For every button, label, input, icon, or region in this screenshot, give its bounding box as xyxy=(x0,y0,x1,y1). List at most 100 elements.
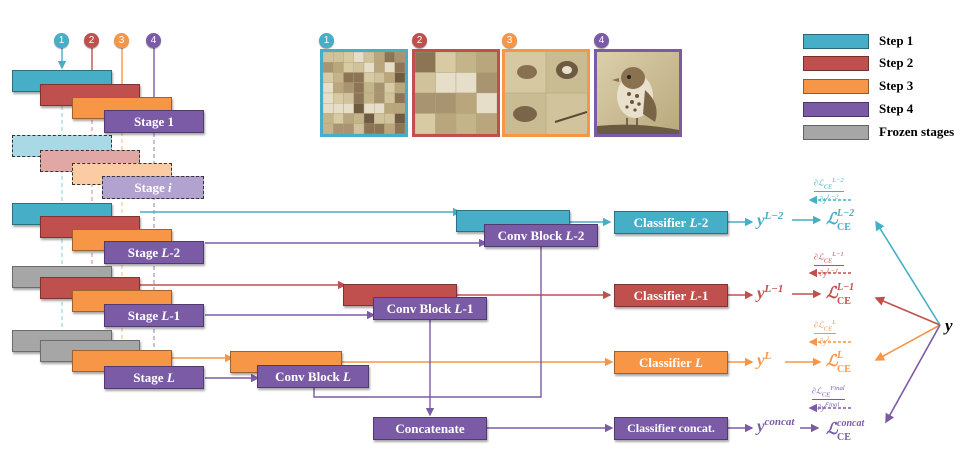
jigsaw-tile xyxy=(343,52,354,63)
target-fan-lines xyxy=(874,220,941,424)
jigsaw-tile xyxy=(455,52,477,73)
jigsaw-tile xyxy=(363,72,375,83)
legend-label-step3: Step 3 xyxy=(879,78,914,93)
loss-concat-sup: concat xyxy=(837,418,865,429)
conv-block-l1-var: L xyxy=(454,300,463,316)
jigsaw-tile xyxy=(363,103,375,114)
jigsaw-tile xyxy=(333,103,344,114)
jigsaw-tile xyxy=(343,72,354,83)
jigsaw-tile xyxy=(394,123,405,134)
jigsaw-tile xyxy=(333,82,344,94)
output-y-concat-sup: concat xyxy=(764,416,795,428)
jigsaw-tile xyxy=(363,113,375,124)
conv-block-l1-prefix: Conv Block xyxy=(386,300,452,316)
image-badge-4: 4 xyxy=(594,33,609,48)
classifier-l2-prefix: Classifier xyxy=(633,214,687,230)
stage-i-var: i xyxy=(167,179,172,195)
output-y-l1: yL−1 xyxy=(757,283,783,304)
jigsaw-tile xyxy=(476,72,497,94)
bird-jigsaw-coarse-image xyxy=(505,52,587,134)
jigsaw-tile xyxy=(384,82,395,94)
jigsaw-tile xyxy=(374,103,385,114)
jigsaw-tile xyxy=(476,92,497,114)
loss-concat-sub: CE xyxy=(837,432,851,443)
loss-l1-sup: L−1 xyxy=(837,282,855,293)
jigsaw-tile xyxy=(435,92,457,114)
stage-l1-prefix: Stage xyxy=(127,307,159,323)
jigsaw-tile xyxy=(363,82,375,94)
conv-block-l1: Conv Block L-1 xyxy=(373,297,487,320)
jigsaw-tile xyxy=(435,52,457,73)
step-badge-2: 2 xyxy=(84,33,99,48)
conv-block-l-prefix: Conv Block xyxy=(275,368,340,384)
jigsaw-tile xyxy=(415,92,436,114)
jigsaw-tile xyxy=(343,113,354,124)
output-y-l: yL xyxy=(757,350,771,371)
jigsaw-tile xyxy=(333,52,344,63)
classifier-l1-prefix: Classifier xyxy=(633,287,687,303)
output-y-concat-base: y xyxy=(757,416,765,436)
gradient-l1-num-sup: L−1 xyxy=(832,251,844,258)
stage-l1-var: L xyxy=(161,307,170,323)
loss-l2-sub: CE xyxy=(837,222,851,233)
gradient-final-num-sup: Final xyxy=(830,385,845,392)
gradient-l2-num-sup: L−2 xyxy=(832,177,844,184)
jigsaw-tile xyxy=(384,123,395,134)
jigsaw-tile xyxy=(323,82,334,94)
jigsaw-tile xyxy=(323,123,334,134)
jigsaw-tile xyxy=(415,72,436,94)
jigsaw-tile xyxy=(374,82,385,94)
row-l2-wires xyxy=(140,195,851,248)
gradient-l-den-sup: L xyxy=(826,335,831,343)
jigsaw-tile xyxy=(343,103,354,114)
jigsaw-tile xyxy=(415,52,436,73)
jigsaw-tile xyxy=(353,113,365,124)
jigsaw-tile xyxy=(323,103,334,114)
jigsaw-tile xyxy=(343,62,354,73)
jigsaw-tile xyxy=(353,82,365,94)
concatenate-label: Concatenate xyxy=(395,420,465,436)
jigsaw-tile xyxy=(394,52,405,63)
jigsaw-tile xyxy=(384,103,395,114)
jigsaw-tile xyxy=(323,92,334,104)
conv-block-l: Conv Block L xyxy=(257,365,369,388)
loss-l: ℒ L CE xyxy=(826,350,851,375)
jigsaw-tile xyxy=(394,62,405,73)
jigsaw-tile xyxy=(394,82,405,94)
gradient-l1-den-sup: L−1 xyxy=(826,267,839,275)
image-badge-2: 2 xyxy=(412,33,427,48)
jigsaw-tile xyxy=(374,72,385,83)
jigsaw-tile xyxy=(363,62,375,73)
classifier-l-var: L xyxy=(695,354,703,370)
jigsaw-tile xyxy=(353,92,365,104)
jigsaw-tile xyxy=(374,123,385,134)
legend-label-step1: Step 1 xyxy=(879,33,914,48)
output-y-l2-base: y xyxy=(757,210,765,230)
conv-block-l2-prefix: Conv Block xyxy=(497,227,563,243)
loss-l1: ℒ L−1 CE xyxy=(826,282,854,307)
jigsaw-tile xyxy=(394,103,405,114)
gradient-l2-num: ∂ℒ xyxy=(814,178,824,188)
jigsaw-tile xyxy=(323,62,334,73)
image-badge-1: 1 xyxy=(319,33,334,48)
jigsaw-tile xyxy=(363,92,375,104)
stage-l-var: L xyxy=(166,369,175,385)
jigsaw-tile xyxy=(374,113,385,124)
loss-concat: ℒ concat CE xyxy=(826,418,864,443)
gradient-l2-den: ∂y xyxy=(819,194,827,204)
jigsaw-tile xyxy=(374,92,385,104)
gradient-final-den-sup: Final xyxy=(824,401,840,409)
classifier-l-prefix: Classifier xyxy=(639,354,692,370)
step-badge-1: 1 xyxy=(54,33,69,48)
jigsaw-tile xyxy=(384,72,395,83)
classifier-l2: Classifier L-2 xyxy=(614,211,728,234)
jigsaw-tile xyxy=(343,82,354,94)
concatenate-block: Concatenate xyxy=(373,417,487,440)
loss-l2-sup: L−2 xyxy=(837,208,855,219)
stage-l-block: Stage L xyxy=(104,366,204,389)
gradient-l2-num-sub: CE xyxy=(823,183,833,191)
output-y-concat: yconcat xyxy=(757,416,795,437)
gradient-l1-num: ∂ℒ xyxy=(814,252,824,262)
output-y-l2: yL−2 xyxy=(757,210,783,231)
gradient-l-num: ∂ℒ xyxy=(814,320,824,330)
